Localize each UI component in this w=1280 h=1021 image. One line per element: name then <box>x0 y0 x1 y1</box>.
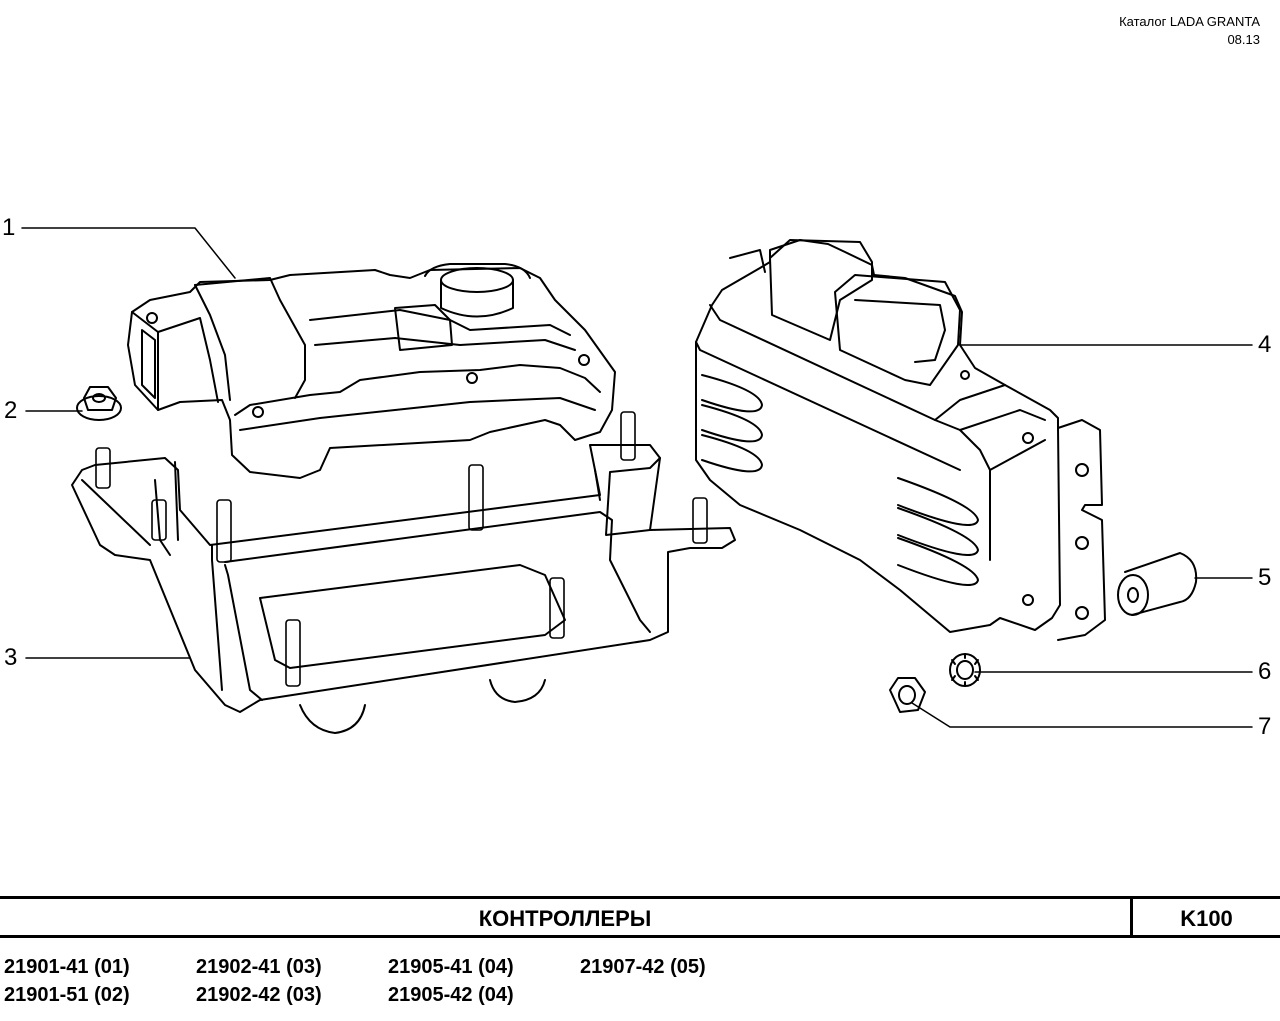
callout-4: 4 <box>1258 331 1272 358</box>
model-code: 21905-42 (04) <box>388 984 514 1006</box>
model-code: 21902-42 (03) <box>196 984 322 1006</box>
title-bar: КОНТРОЛЛЕРЫ K100 <box>0 896 1280 938</box>
callout-3: 3 <box>4 644 18 671</box>
bracket-drawing <box>71 411 736 734</box>
controller-right-drawing <box>695 239 1106 641</box>
model-code: 21901-51 (02) <box>4 984 130 1006</box>
model-list: 21901-41 (01) 21902-41 (03) 21905-41 (04… <box>4 955 772 1007</box>
parts-diagram <box>21 227 1253 734</box>
lock-washer-drawing <box>949 653 981 687</box>
model-code: 21902-41 (03) <box>196 956 322 978</box>
callout-2: 2 <box>4 397 18 424</box>
flange-nut-drawing <box>76 386 122 421</box>
section-code: K100 <box>1180 906 1233 931</box>
callout-7: 7 <box>1258 713 1272 740</box>
model-code: 21901-41 (01) <box>4 956 130 978</box>
spacer-bush-drawing <box>1117 552 1198 616</box>
callout-6: 6 <box>1258 658 1272 685</box>
callout-5: 5 <box>1258 564 1272 591</box>
leader-1 <box>21 227 236 279</box>
model-code: 21905-41 (04) <box>388 956 514 978</box>
hex-nut-drawing <box>889 677 926 713</box>
leader-7 <box>911 702 1253 728</box>
catalog-date: 08.13 <box>1227 32 1260 47</box>
callout-1: 1 <box>2 214 16 241</box>
controller-left-drawing <box>127 263 616 479</box>
catalog-title: Каталог LADA GRANTA <box>1119 14 1260 29</box>
model-code: 21907-42 (05) <box>580 956 706 978</box>
section-title: КОНТРОЛЛЕРЫ <box>0 899 1133 935</box>
leader-lines <box>21 227 1253 728</box>
